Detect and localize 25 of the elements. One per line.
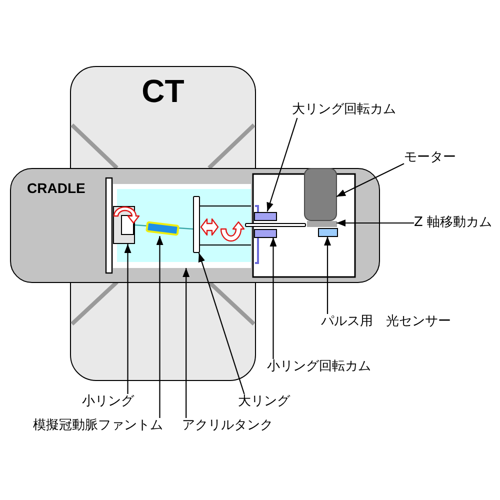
callout-label: パルス用 光センサー <box>321 314 451 330</box>
drive-shaft <box>244 222 306 227</box>
callout-label: Z 軸移動カム <box>414 215 492 231</box>
leader-line <box>270 238 277 359</box>
callout-label: モーター <box>404 150 456 166</box>
leader-line <box>336 220 414 226</box>
gantry-label: CT <box>142 75 184 107</box>
callout-label: アクリルタンク <box>182 418 273 434</box>
callout-label: 大リング回転カム <box>292 102 396 118</box>
leader-line <box>156 236 164 418</box>
callout-label: 大リング <box>238 394 290 410</box>
leader-line <box>336 163 404 198</box>
leader-line <box>324 236 331 314</box>
leader-line <box>124 244 132 394</box>
callout-label: 小リング回転カム <box>267 359 371 375</box>
leader-line <box>198 252 245 394</box>
callout-label: 小リング <box>82 394 134 410</box>
phantom-on-wire <box>135 220 193 236</box>
large-ring-plate <box>193 196 200 253</box>
leader-line <box>266 118 298 212</box>
callout-label: 模擬冠動脈ファントム <box>33 418 163 434</box>
leader-line <box>182 268 190 418</box>
acrylic-tank <box>113 184 251 268</box>
motor <box>304 168 336 220</box>
cradle-label: CRADLE <box>27 181 86 195</box>
